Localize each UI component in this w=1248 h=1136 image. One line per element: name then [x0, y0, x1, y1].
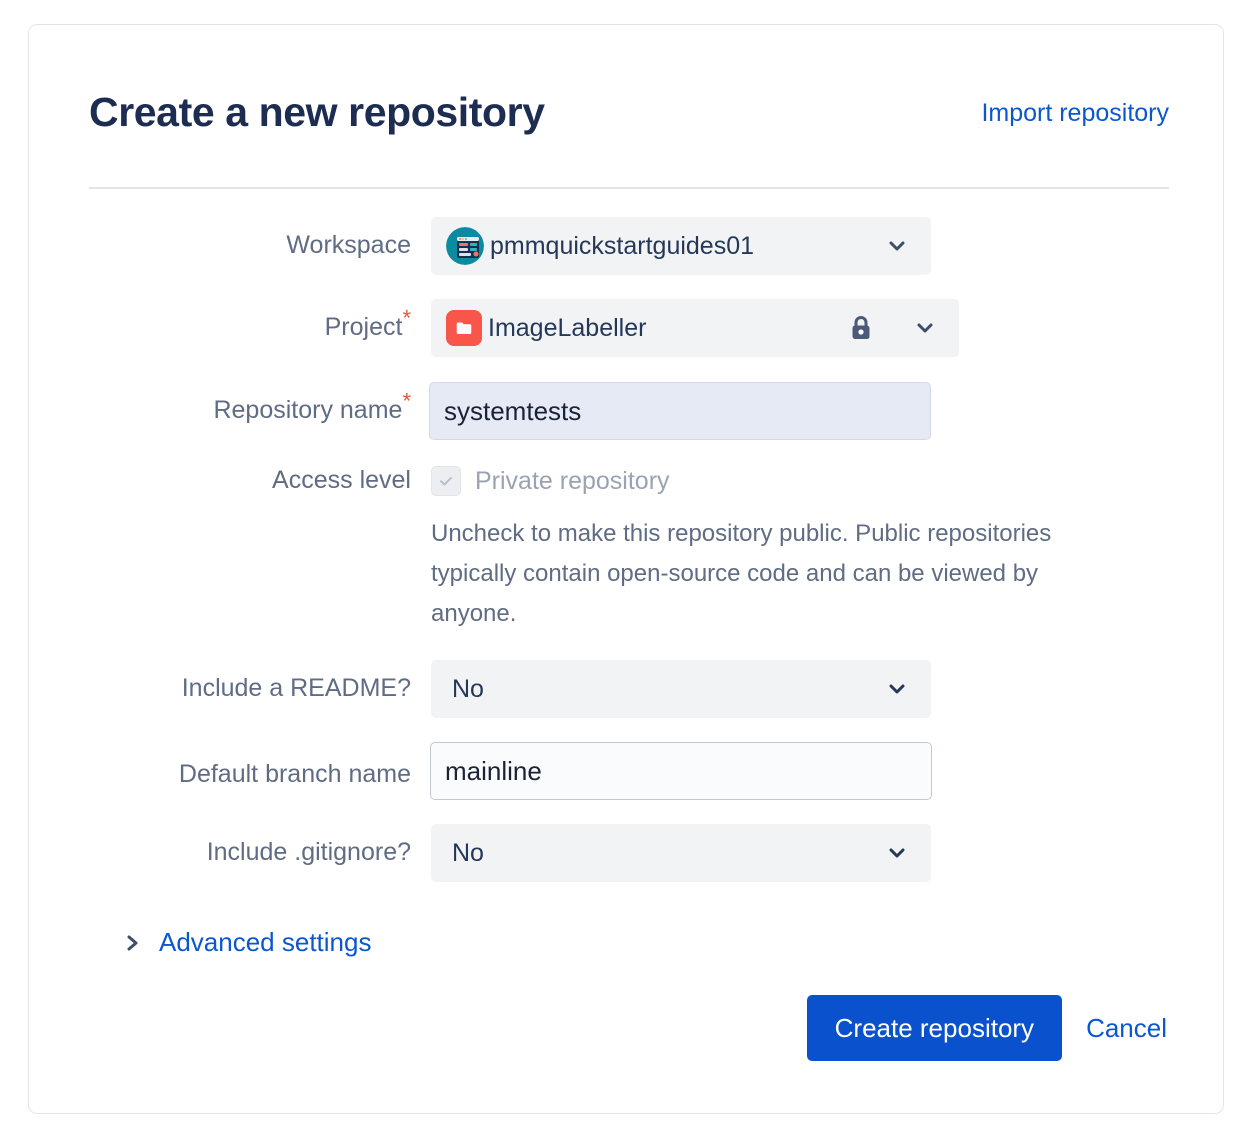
card-header: Create a new repository Import repositor…	[89, 87, 1169, 189]
chevron-down-icon	[886, 235, 908, 257]
form-row-include-readme: Include a README? No	[89, 660, 1169, 718]
cancel-button[interactable]: Cancel	[1086, 1012, 1167, 1043]
workspace-label: Workspace	[286, 231, 411, 259]
create-repository-button[interactable]: Create repository	[806, 995, 1063, 1061]
repository-name-field	[429, 382, 931, 440]
project-label: Project*	[89, 299, 431, 343]
advanced-settings-toggle[interactable]: Advanced settings	[125, 927, 371, 958]
advanced-settings-label: Advanced settings	[159, 927, 372, 957]
form-row-access-level: Access level Private repository Uncheck …	[89, 464, 1169, 634]
include-gitignore-select[interactable]: No	[431, 824, 931, 882]
project-field: ImageLabeller	[431, 299, 959, 357]
form-row-default-branch: Default branch name	[89, 742, 1169, 800]
include-readme-field: No	[431, 660, 931, 718]
form-actions: Create repository Cancel	[806, 995, 1167, 1061]
chevron-down-icon	[886, 678, 908, 700]
chevron-right-icon	[125, 932, 141, 954]
default-branch-label: Default branch name	[178, 760, 411, 788]
private-repository-checkbox-row[interactable]: Private repository	[431, 464, 1169, 498]
access-level-help-text: Uncheck to make this repository public. …	[431, 520, 1052, 627]
default-branch-field	[430, 742, 932, 800]
access-level-label: Access level	[272, 466, 411, 494]
include-readme-select[interactable]: No	[431, 660, 931, 718]
project-required-marker: *	[402, 305, 411, 331]
workspace-value: pmmquickstartguides01	[490, 231, 755, 260]
include-readme-value: No	[452, 674, 484, 703]
default-branch-input[interactable]	[430, 742, 932, 800]
include-gitignore-label: Include .gitignore?	[206, 838, 411, 866]
project-value: ImageLabeller	[488, 313, 647, 342]
private-repository-checkbox[interactable]	[431, 466, 461, 496]
checkmark-icon	[440, 476, 452, 486]
workspace-field: pmmquickstartguides01	[431, 217, 931, 275]
include-gitignore-field: No	[431, 824, 931, 882]
create-repository-form: Workspace	[89, 217, 1169, 882]
form-row-include-gitignore: Include .gitignore? No	[89, 824, 1169, 882]
lock-icon	[848, 313, 874, 343]
include-gitignore-value: No	[452, 838, 484, 867]
repository-name-label: Repository name*	[89, 382, 431, 426]
repository-name-label-text: Repository name	[213, 396, 403, 424]
create-repository-card: Create a new repository Import repositor…	[28, 24, 1224, 1114]
workspace-select[interactable]: pmmquickstartguides01	[431, 217, 931, 275]
page-title: Create a new repository	[89, 89, 545, 135]
project-folder-icon	[446, 310, 482, 346]
private-repository-label: Private repository	[475, 467, 670, 495]
include-readme-label: Include a README?	[181, 674, 411, 702]
chevron-down-icon	[914, 317, 936, 339]
chevron-down-icon	[886, 842, 908, 864]
project-select[interactable]: ImageLabeller	[431, 299, 959, 357]
form-row-repository-name: Repository name*	[89, 382, 1169, 440]
repository-name-required-marker: *	[402, 388, 411, 414]
workspace-avatar-icon	[446, 227, 484, 265]
form-row-project: Project* ImageLabeller	[89, 299, 1169, 357]
access-level-field: Private repository Uncheck to make this …	[431, 464, 1169, 634]
import-repository-link[interactable]: Import repository	[981, 99, 1169, 127]
project-label-text: Project	[324, 313, 403, 341]
repository-name-input[interactable]	[429, 382, 931, 440]
form-row-workspace: Workspace	[89, 217, 1169, 275]
